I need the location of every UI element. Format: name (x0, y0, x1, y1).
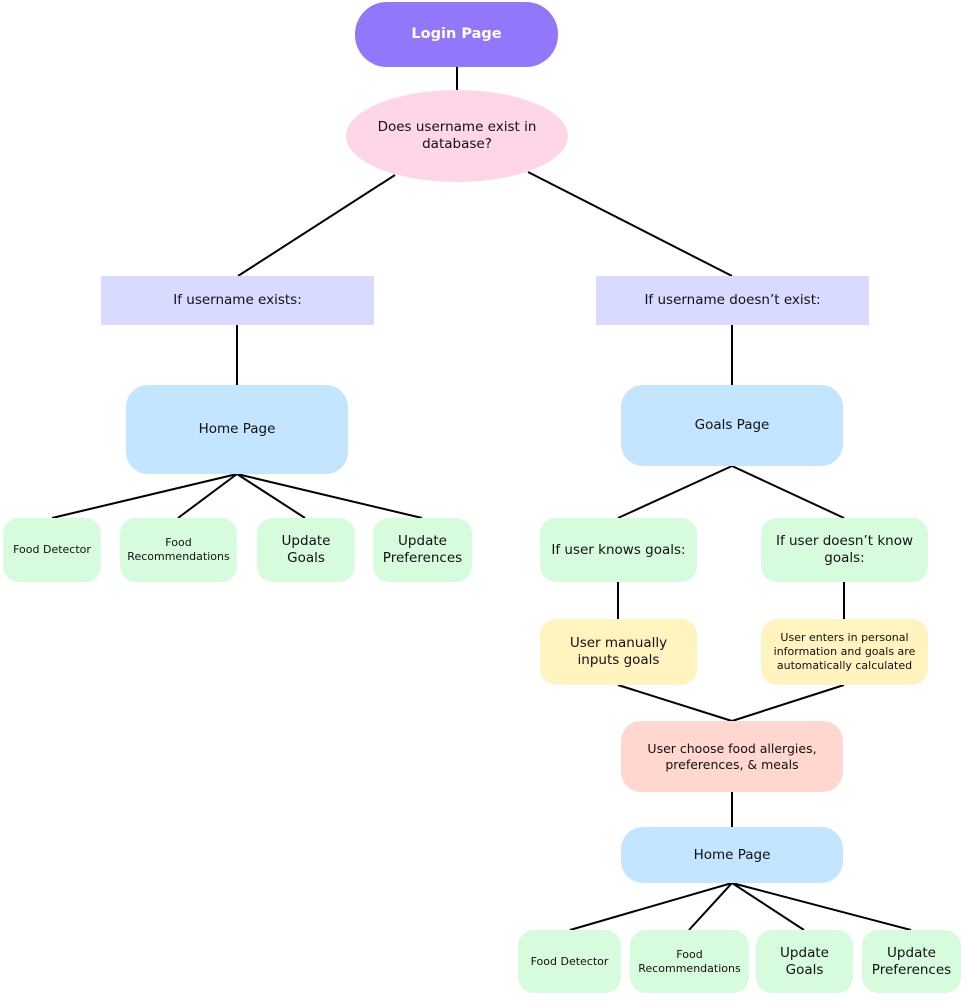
auto-goals-node: User enters in personal information and … (761, 619, 928, 685)
preferences-step-node: User choose food allergies, preferences,… (621, 721, 843, 792)
edge-home-update-preferences (236, 473, 423, 519)
edge-home-update-goals (236, 473, 306, 519)
knows-goals-node: If user knows goals: (540, 518, 697, 582)
edge-decision-exists (237, 174, 396, 277)
login-page-node: Login Page (355, 2, 558, 67)
goals-page-node: Goals Page (621, 385, 843, 466)
update-preferences-node-left: Update Preferences (373, 518, 472, 582)
edge-decision-not-exists (527, 171, 733, 277)
edge-home2-food-detector (569, 882, 733, 931)
edge-auto-preferences (731, 684, 845, 722)
food-detector-node-left: Food Detector (3, 518, 101, 582)
username-not-exists-condition: If username doesn’t exist: (596, 276, 869, 325)
food-recommendations-node-left: Food Recommendations (120, 518, 237, 582)
edge-goals-knows (617, 465, 733, 519)
edge-home-food-detector (51, 473, 238, 519)
update-preferences-node-right: Update Preferences (862, 930, 961, 993)
edge-manual-preferences (617, 684, 733, 722)
edge-home2-food-recommendations (688, 882, 733, 931)
update-goals-node-right: Update Goals (756, 930, 853, 993)
edge-home2-update-preferences (731, 882, 912, 931)
username-exists-decision: Does username exist in database? (346, 90, 568, 182)
edge-home-food-recommendations (177, 473, 238, 519)
update-goals-node-left: Update Goals (257, 518, 355, 582)
manual-goals-node: User manually inputs goals (540, 619, 697, 685)
username-exists-condition: If username exists: (101, 276, 374, 325)
edge-goals-doesnt-know (731, 465, 845, 519)
edge-home2-update-goals (731, 882, 805, 931)
home-page-node-left: Home Page (126, 385, 348, 474)
food-detector-node-right: Food Detector (518, 930, 621, 993)
home-page-node-right: Home Page (621, 827, 843, 883)
food-recommendations-node-right: Food Recommendations (630, 930, 749, 993)
doesnt-know-goals-node: If user doesn’t know goals: (761, 518, 928, 582)
